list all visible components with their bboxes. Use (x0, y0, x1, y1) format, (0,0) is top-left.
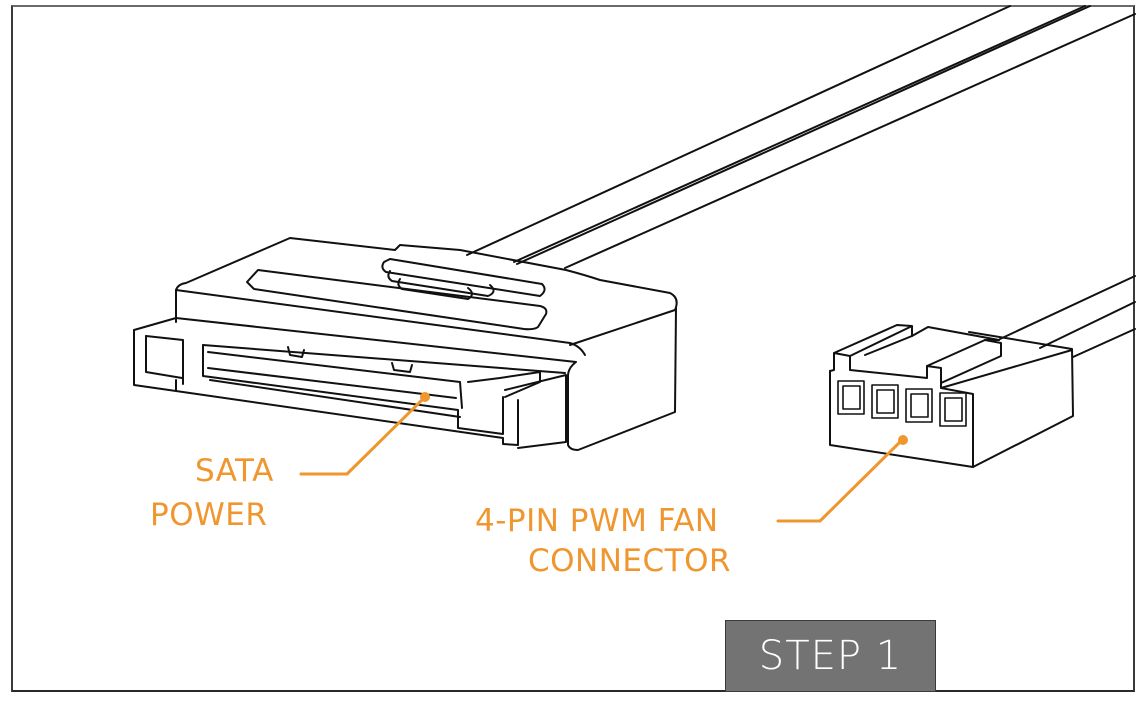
fan-connector-pins (837, 380, 967, 427)
fan-callout-leader (776, 435, 908, 523)
fan-connector-label-line2: CONNECTOR (528, 543, 732, 579)
sata-callout-dot (420, 392, 430, 402)
step-badge-label: STEP 1 (758, 633, 903, 679)
step-badge: STEP 1 (725, 620, 936, 692)
fan-cable (999, 275, 1136, 358)
fan-connector-label-line1: 4-PIN PWM FAN (475, 503, 719, 539)
diagram-frame (11, 5, 1135, 692)
sata-cable (466, 5, 1136, 269)
sata-power-label-line1: SATA (195, 453, 274, 489)
fan-connector-housing (829, 324, 1074, 468)
sata-power-connector (133, 237, 678, 451)
sata-callout-leader (299, 392, 430, 476)
fan-callout-dot (898, 435, 908, 445)
sata-power-label-line2: POWER (150, 497, 268, 533)
